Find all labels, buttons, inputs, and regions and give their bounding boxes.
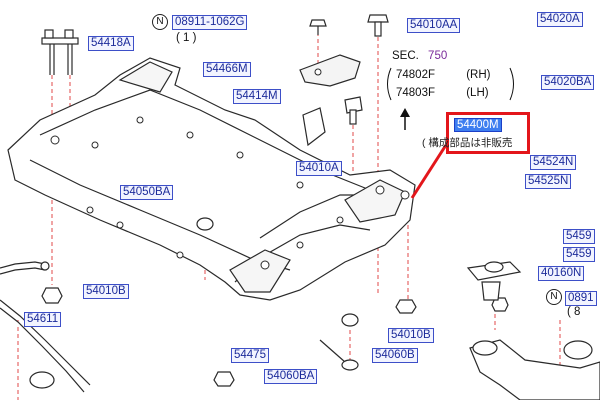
section-line-1: 74802F (RH)	[396, 69, 491, 81]
part-code: 54060B	[372, 348, 418, 363]
brace-right	[509, 67, 514, 101]
section-reference-heading[interactable]: SEC. 750	[392, 50, 447, 62]
part-label-54060ba[interactable]: 54060BA	[264, 369, 318, 384]
part-label-40160n[interactable]: 40160N	[538, 266, 585, 281]
section-line2-part: 74803F	[396, 87, 436, 99]
part-code: 54060BA	[264, 369, 318, 384]
section-line-2: 74803F (LH)	[396, 87, 489, 99]
part-label-54525n[interactable]: 54525N	[525, 174, 572, 189]
bracket-54466m-hole	[314, 68, 322, 76]
part-label-5459-b[interactable]: 5459	[563, 247, 595, 262]
part-label-54010b-left[interactable]: 54010B	[83, 284, 129, 299]
quantity-top: ( 1 )	[176, 32, 197, 44]
part-label-54060b[interactable]: 54060B	[372, 348, 418, 363]
part-code: 54611	[24, 312, 62, 327]
part-label-54050ba[interactable]: 54050BA	[120, 185, 174, 200]
subframe-holes	[50, 116, 410, 270]
part-code: 54010B	[388, 328, 434, 343]
ball-joint-drawing	[466, 261, 522, 301]
part-code: 54466M	[203, 62, 251, 77]
part-label-54400m[interactable]: 54400M	[454, 118, 502, 132]
part-label-54466m[interactable]: 54466M	[203, 62, 251, 77]
part-label-54020ba[interactable]: 54020BA	[541, 75, 595, 90]
part-label-54414m[interactable]: 54414M	[233, 89, 281, 104]
bolt-54475-drawing	[319, 339, 359, 371]
part-code: 40160N	[538, 266, 585, 281]
part-label-54010aa[interactable]: 54010AA	[407, 18, 461, 33]
section-arrow	[400, 108, 410, 130]
part-code: 54010B	[83, 284, 129, 299]
stabilizer-bar-drawing	[0, 261, 91, 393]
section-number: 750	[428, 50, 448, 62]
part-code: 54020BA	[541, 75, 595, 90]
bushing-54060b-drawing	[341, 313, 359, 327]
section-line2-side: (LH)	[466, 87, 489, 99]
section-line1-part: 74802F	[396, 69, 436, 81]
bracket-54414m-drawing	[302, 107, 326, 147]
part-code: 08911-1062G	[172, 15, 248, 30]
bracket-54418a-drawing	[41, 29, 79, 75]
part-label-54611[interactable]: 54611	[24, 312, 62, 327]
section-line1-side: (RH)	[466, 69, 491, 81]
bracket-54466m-drawing	[299, 54, 361, 87]
part-label-0891-right[interactable]: 0891	[565, 291, 597, 306]
part-code: 54010AA	[407, 18, 461, 33]
part-label-5459-a[interactable]: 5459	[563, 229, 595, 244]
part-code: 5459	[563, 229, 595, 244]
part-code: 54418A	[88, 36, 134, 51]
part-label-54010b-right[interactable]: 54010B	[388, 328, 434, 343]
highlight-box	[446, 112, 530, 154]
part-code: 54525N	[525, 174, 572, 189]
part-code: 54050BA	[120, 185, 174, 200]
part-label-08911-1062g[interactable]: 08911-1062G	[172, 15, 248, 30]
not-sold-separately-note: ( 構成部品は非販売	[422, 137, 513, 149]
washer-54050ba-drawing	[196, 217, 214, 231]
nut-marker-top: N	[152, 14, 168, 30]
top-bolts	[309, 14, 389, 125]
part-code: 54414M	[233, 89, 281, 104]
nuts	[41, 287, 509, 387]
part-code: 0891	[565, 291, 597, 306]
section-label: SEC.	[392, 50, 419, 62]
part-code: 54475	[231, 348, 269, 363]
part-code: 54020A	[537, 12, 583, 27]
part-label-54418a[interactable]: 54418A	[88, 36, 134, 51]
part-label-54020a[interactable]: 54020A	[537, 12, 583, 27]
part-code: 54010A	[296, 161, 342, 176]
part-code: 54524N	[530, 155, 577, 170]
part-label-54524n[interactable]: 54524N	[530, 155, 577, 170]
part-label-54010a[interactable]: 54010A	[296, 161, 342, 176]
subframe-body	[7, 57, 416, 301]
brace-left	[387, 67, 392, 101]
highlight-pointer	[410, 144, 448, 199]
nut-marker-right: N	[546, 289, 562, 305]
lower-arm-drawing	[469, 339, 600, 400]
part-code: 5459	[563, 247, 595, 262]
quantity-right: ( 8	[567, 306, 581, 318]
part-label-54475[interactable]: 54475	[231, 348, 269, 363]
